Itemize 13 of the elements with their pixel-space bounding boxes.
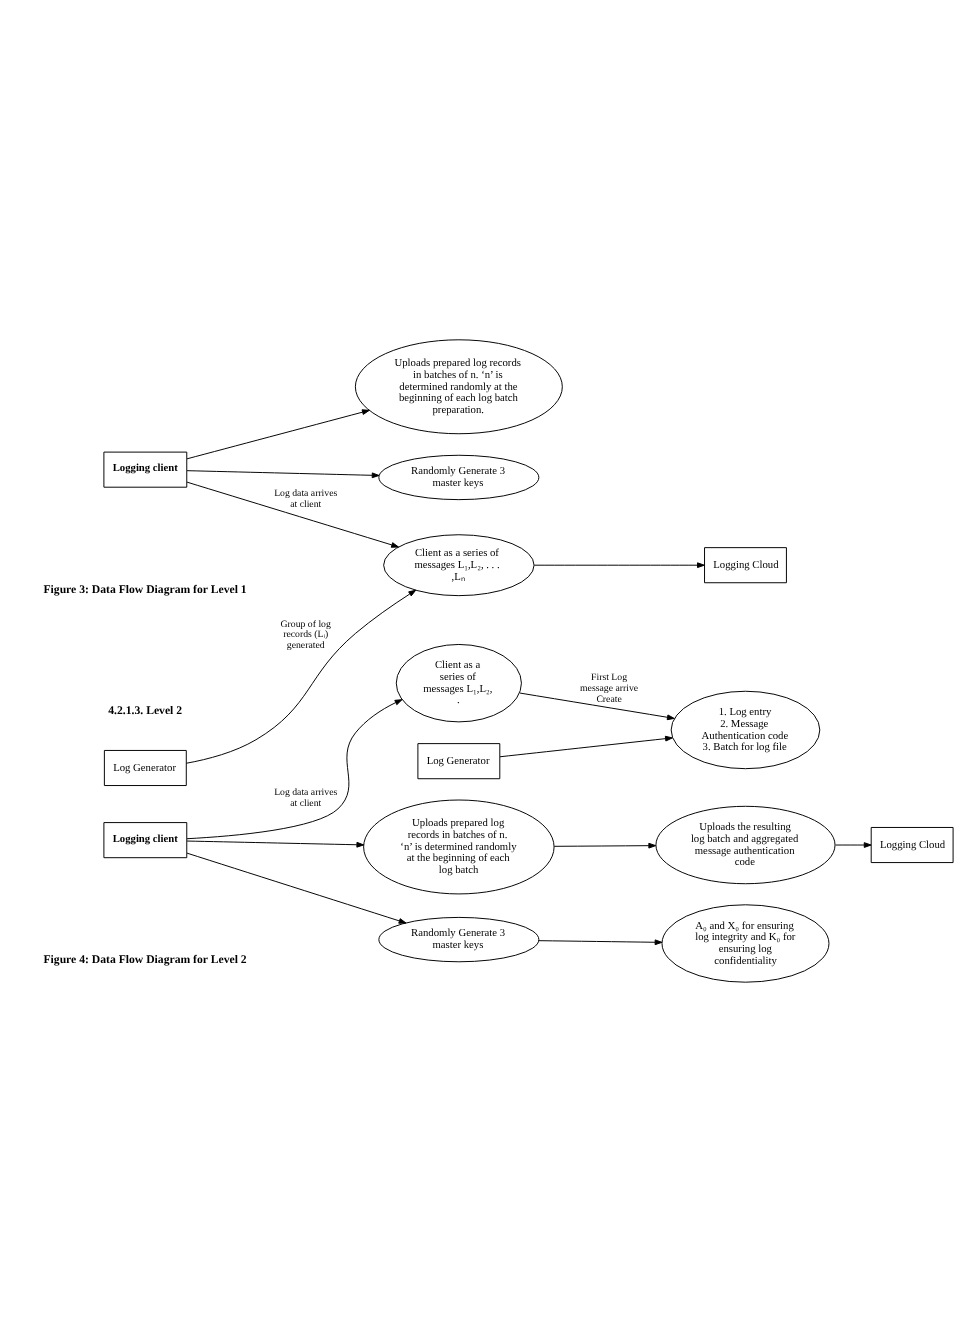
arrow [553,841,657,848]
arrow [538,938,663,945]
arrow [835,841,872,847]
arrow [186,588,417,763]
arrow [186,408,370,459]
arrow [186,839,365,847]
arrow [499,734,673,757]
arrow [186,851,407,923]
arrow [186,469,380,478]
arrow [519,691,675,720]
arrow [186,698,403,839]
arrow [533,561,705,568]
arrow [186,480,399,547]
